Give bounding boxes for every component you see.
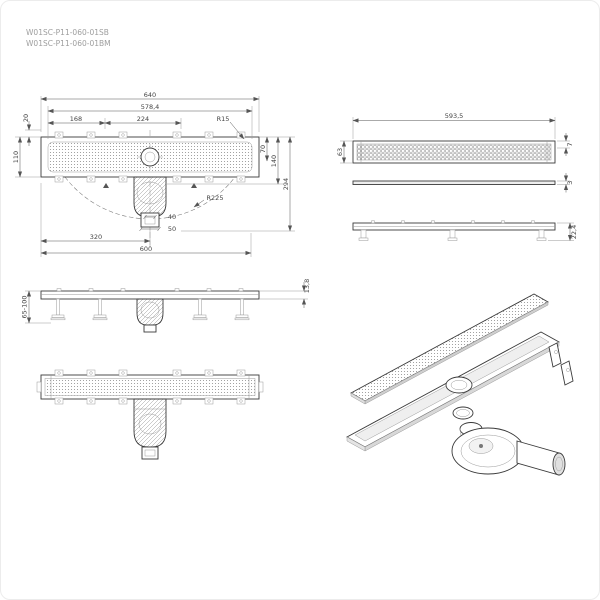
product-code-2: W01SC-P11-060-01BM [26, 39, 111, 48]
dim-20: 20 [22, 114, 30, 122]
dim-140: 140 [270, 155, 278, 167]
siphon-trap-plan [133, 176, 167, 218]
exploded-view [346, 293, 574, 476]
plan-view: 640 578,4 168 224 R15 20 110 70 140 294 … [12, 91, 295, 257]
dim-640: 640 [144, 91, 156, 99]
outlet-stub-side [143, 324, 157, 333]
dim-40: 40 [168, 213, 176, 221]
channel-profile-view: 22,4 [352, 220, 578, 241]
dim-65-100: 65-100 [21, 295, 29, 318]
dim-13-8: 13,8 [303, 279, 311, 293]
dim-70: 70 [259, 145, 267, 153]
product-codes: W01SC-P11-060-01SB W01SC-P11-060-01BM [26, 28, 111, 48]
dim-320: 320 [90, 233, 102, 241]
grate-edge-view [352, 180, 556, 185]
product-code-1: W01SC-P11-060-01SB [26, 28, 109, 37]
mark-triangle-right [191, 183, 197, 188]
dim-224: 224 [137, 115, 149, 123]
siphon-trap-side [136, 298, 164, 326]
mounting-foot-2 [560, 360, 574, 386]
dim-593-5: 593,5 [445, 112, 464, 120]
dim-168: 168 [70, 115, 82, 123]
dim-r15: R15 [217, 115, 230, 123]
dim-3: 3 [566, 181, 574, 185]
dim-22-4: 22,4 [570, 225, 578, 239]
mounting-foot-1 [548, 342, 562, 368]
side-elevation-view: 65-100 13,8 [21, 279, 311, 333]
mark-triangle-left [103, 183, 109, 188]
front-view [36, 369, 264, 460]
dim-600: 600 [140, 245, 152, 253]
dim-578-4: 578,4 [141, 103, 160, 111]
gasket-ring [452, 406, 474, 420]
dim-63: 63 [336, 148, 344, 156]
exploded-trap [451, 422, 566, 476]
dim-50: 50 [168, 225, 176, 233]
dim-294: 294 [282, 178, 290, 190]
dim-110: 110 [12, 151, 20, 163]
frame-drain-hole [445, 376, 473, 394]
drain-outlet-plan [137, 144, 163, 170]
channel-rail [40, 290, 260, 300]
dim-r225: R225 [207, 194, 224, 202]
dim-7: 7 [566, 142, 574, 146]
grate-top-view: 593,5 63 7 3 [336, 112, 574, 193]
